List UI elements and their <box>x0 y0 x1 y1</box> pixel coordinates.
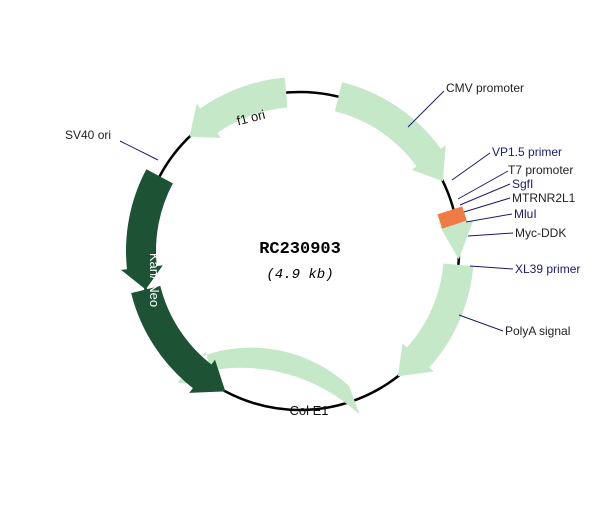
col-e1-arrow <box>177 347 360 415</box>
sv40-ori-arrow <box>120 169 173 290</box>
polya-signal-text: PolyA signal <box>505 324 570 338</box>
kan-neo-arrow <box>131 285 226 393</box>
plasmid-size: (4.9 kb) <box>266 267 333 283</box>
xl39-primer-text: XL39 primer <box>515 262 580 276</box>
plasmid-name: RC230903 <box>259 240 341 259</box>
leader-polya <box>458 314 504 332</box>
vp15-primer-text: VP1.5 primer <box>492 145 562 159</box>
col-e1-label: Col E1 <box>289 403 328 418</box>
f1-ori-label: f1 ori <box>235 107 267 129</box>
t7-promoter-text: T7 promoter <box>508 163 573 177</box>
sgfi-text: SgfI <box>512 177 533 191</box>
leader-sgfi <box>459 183 511 206</box>
mtrnr2l1-text: MTRNR2L1 <box>512 191 576 205</box>
leader-mlui <box>465 213 513 223</box>
leader-myc <box>467 232 514 237</box>
leader-mtrnr2l1 <box>463 197 511 213</box>
mlui-text: MluI <box>514 207 537 221</box>
leader-xl39 <box>469 265 514 270</box>
leader-cmv <box>407 90 445 128</box>
myc-ddk-arrow <box>439 220 474 260</box>
leader-vp15 <box>451 152 491 181</box>
insert-box <box>437 206 467 229</box>
cmv-promoter-arrow <box>334 82 446 182</box>
myc-ddk-text: Myc-DDK <box>515 226 566 240</box>
sv40-ori-text: SV40 ori <box>65 128 111 142</box>
kan-neo-label: Kan/ Neo <box>147 253 162 307</box>
leader-sv40 <box>119 140 159 161</box>
polya-signal-arrow <box>397 263 474 377</box>
cmv-promoter-text: CMV promoter <box>446 81 524 95</box>
f1-ori-arrow <box>189 77 288 138</box>
leader-lines <box>119 90 514 332</box>
leader-t7 <box>457 170 509 200</box>
